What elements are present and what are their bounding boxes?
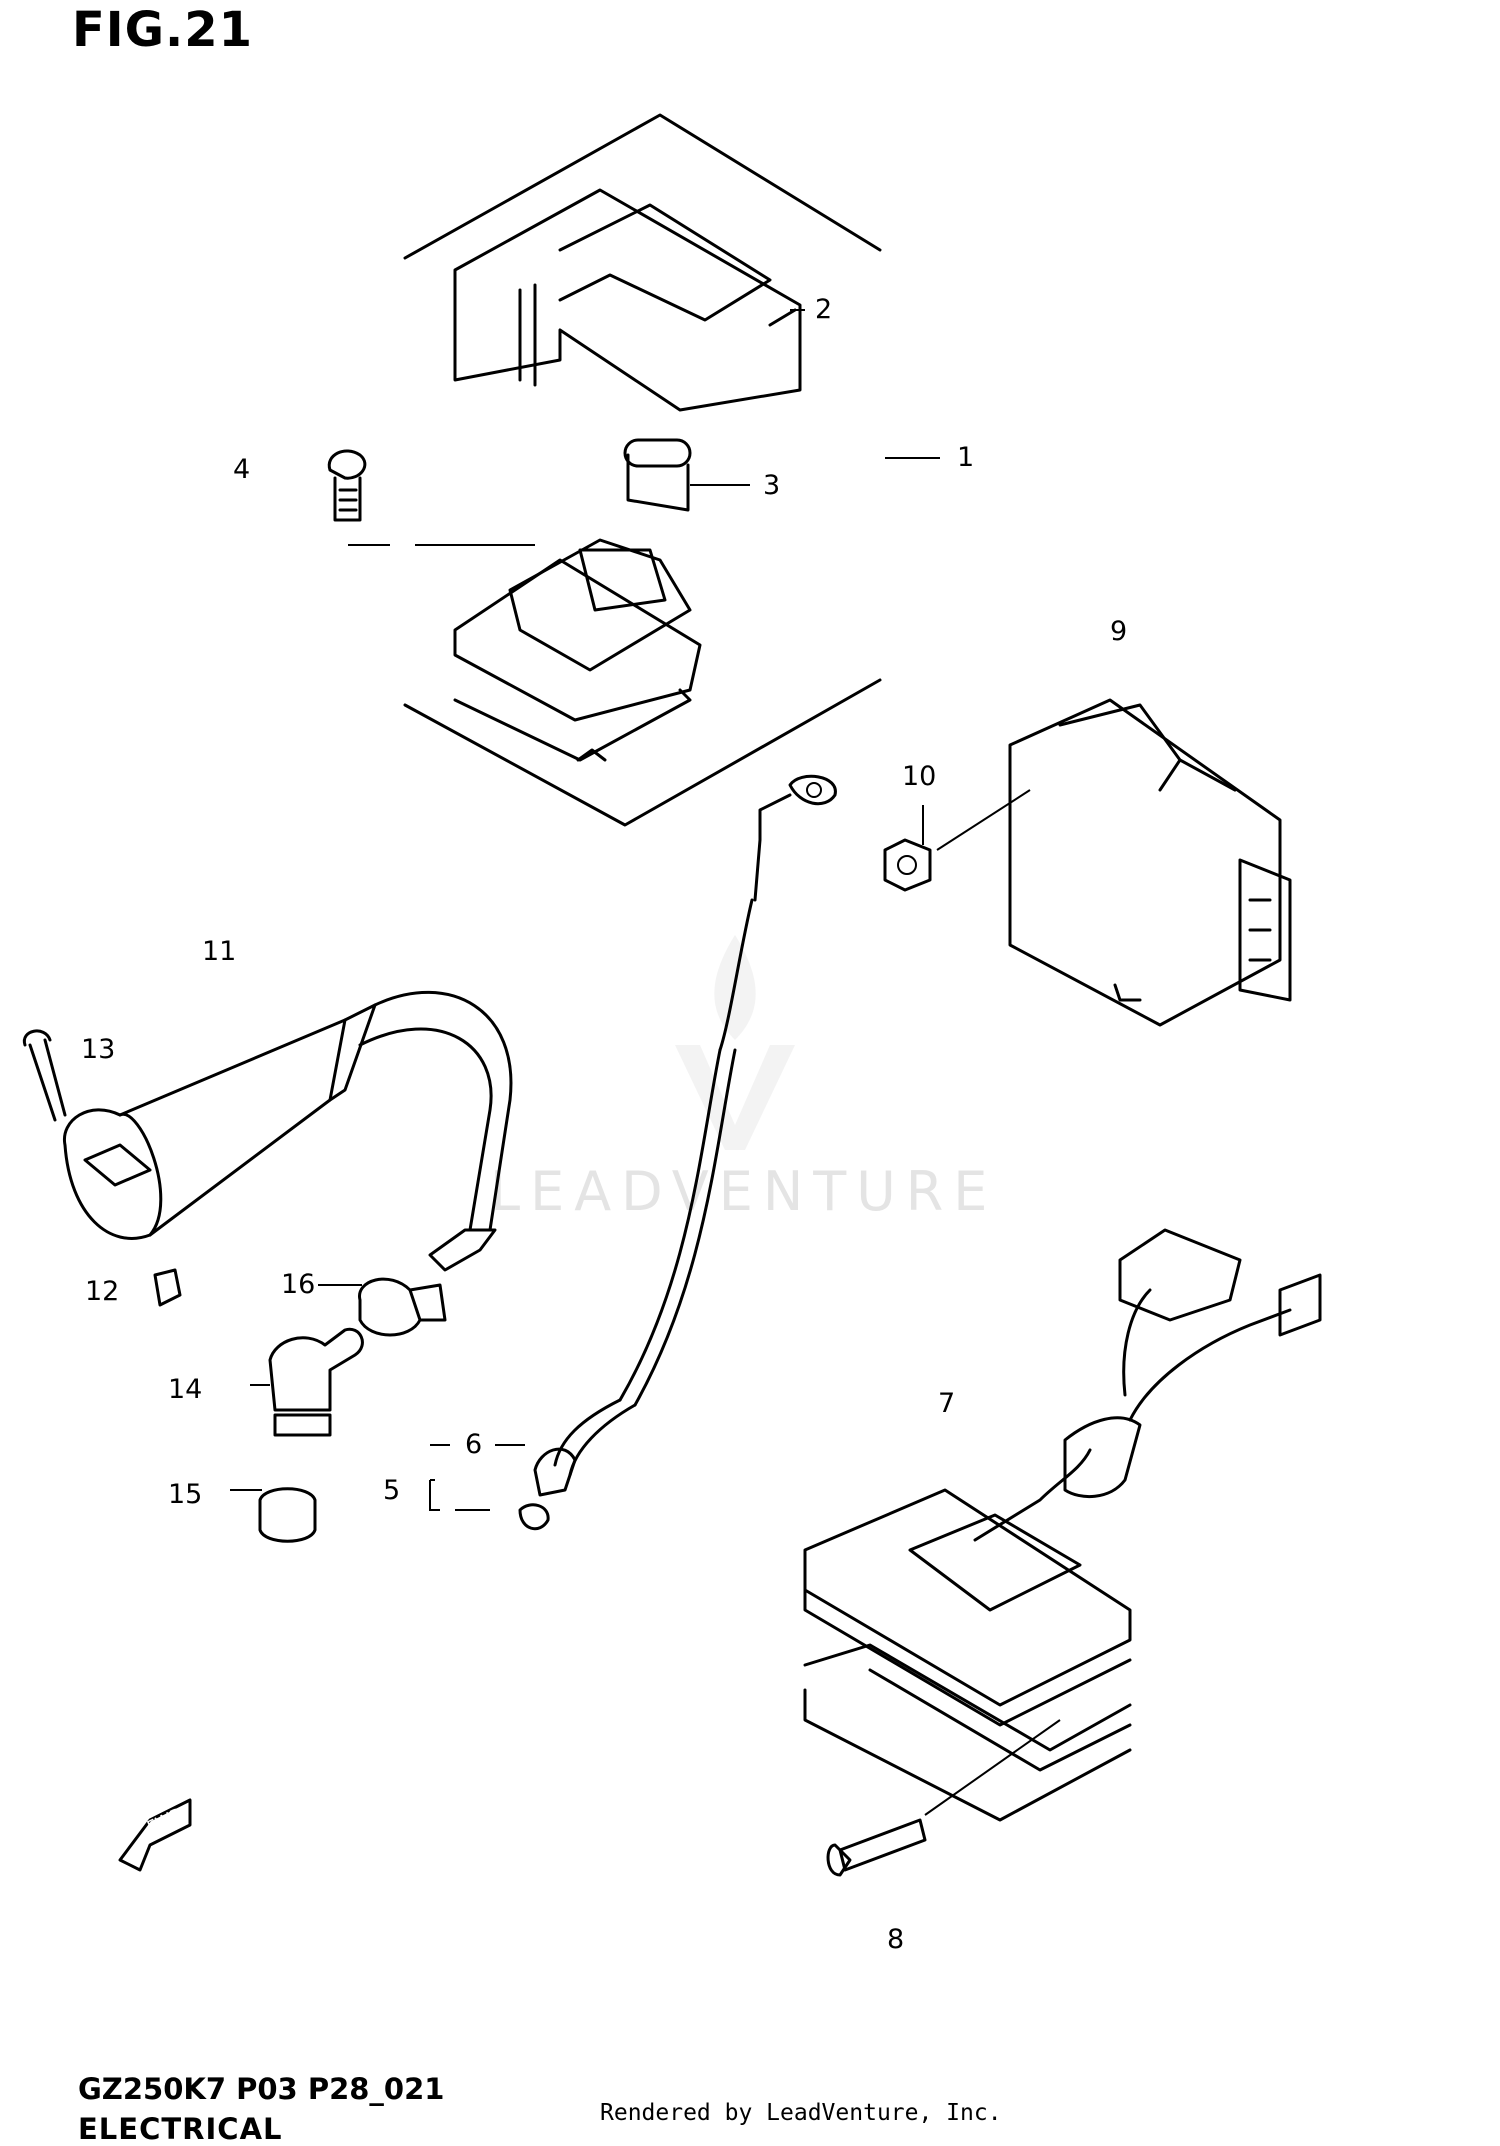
callout-15: 15 (168, 1479, 202, 1510)
callout-14: 14 (168, 1374, 202, 1405)
ignition-coil (22, 990, 513, 1307)
callout-3: 3 (763, 470, 780, 501)
callout-5: 5 (383, 1475, 400, 1506)
model-code: GZ250K7 P03 P28_021 (78, 2072, 445, 2106)
callout-8: 8 (887, 1924, 904, 1955)
callout-4: 4 (233, 454, 250, 485)
nut-10 (883, 838, 932, 892)
callout-10: 10 (902, 761, 936, 792)
callout-12: 12 (85, 1276, 119, 1307)
ignitor-unit (1008, 698, 1292, 1027)
callout-2: 2 (815, 294, 832, 325)
watermark: LEADVENTURE (490, 1160, 998, 1223)
regulator-rectifier (803, 1228, 1322, 1877)
watermark-logo (675, 935, 795, 1150)
plug-cap-group (258, 1277, 447, 1543)
figure-title: FIG.21 (72, 2, 254, 58)
leader-lines (230, 309, 1061, 1816)
callout-16: 16 (281, 1269, 315, 1300)
callout-7: 7 (938, 1388, 955, 1419)
ground-lead-wire (518, 774, 837, 1531)
fwd-arrow: FWD (118, 1798, 192, 1872)
section-title: ELECTRICAL (78, 2112, 283, 2146)
render-credit: Rendered by LeadVenture, Inc. (600, 2100, 1002, 2126)
starter-relay-assembly (327, 113, 882, 827)
callout-6: 6 (465, 1429, 482, 1460)
callout-9: 9 (1110, 616, 1127, 647)
callout-labels: 1 2 3 4 5 6 7 8 9 10 11 12 13 14 15 16 (81, 294, 1127, 1955)
callout-1: 1 (957, 442, 974, 473)
callout-13: 13 (81, 1034, 115, 1065)
callout-11: 11 (202, 936, 236, 967)
